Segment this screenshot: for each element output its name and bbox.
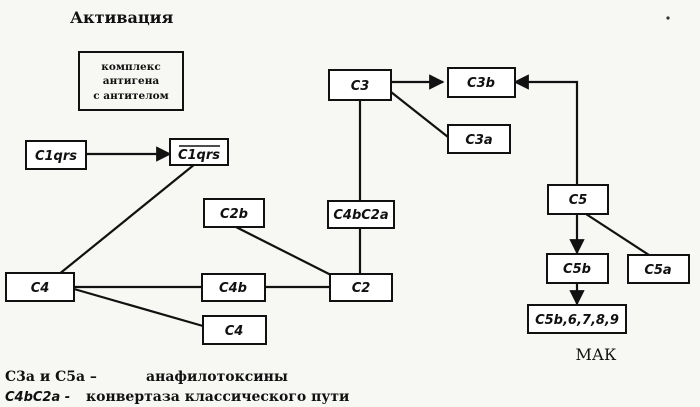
legend-term-1: C3a и C5a – [5,369,97,385]
node-c1qrs: C1qrs [25,140,87,170]
node-c4-second-label: C4 [225,324,244,339]
edge-c5-c5a [585,213,650,256]
node-c4bc2a: C4bC2a [327,200,395,229]
node-c3: C3 [328,69,392,101]
edge-c1qrs-c4 [57,163,196,276]
node-c4: C4 [5,272,75,302]
node-c2-label: C2 [352,281,371,296]
node-c3a-label: C3a [465,133,492,148]
edge-c4-c4second [73,287,204,328]
node-c5b: C5b [546,253,609,284]
mac-label: МАК [576,345,618,364]
node-c3-label: C3 [351,79,370,94]
node-c4b-label: C4b [219,281,247,296]
node-c5a-label: C5a [644,263,671,278]
edge-c5-c3b [513,74,579,185]
node-c4bc2a-label: C4bC2a [333,208,388,223]
edge-c2b-c2 [233,225,334,277]
legend-definition-1: анафилотоксины [146,369,288,385]
node-c1qrs-activated-label: C1qrs [178,148,220,163]
node-c4-second: C4 [202,315,267,345]
complex-line-2: антигена [103,75,160,87]
node-c5b-6789-label: C5b,6,7,8,9 [535,313,619,328]
node-c2b-label: C2b [220,207,248,222]
node-c4-label: C4 [31,281,50,296]
legend: C3a и C5a – анафилотоксины C4bC2a - конв… [5,369,349,405]
edge-c3-c3a [390,91,449,138]
complex-line-1: комплекс [101,61,160,73]
node-c1qrs-activated: C1qrs [169,138,229,166]
node-c5b-label: C5b [563,262,591,277]
node-c5-label: C5 [569,193,588,208]
node-c2b: C2b [203,198,265,228]
node-c3a: C3a [447,124,511,154]
node-c1qrs-label: C1qrs [35,149,77,164]
node-c5: C5 [547,184,609,215]
speck [666,16,670,20]
legend-definition-2: конвертаза классического пути [86,389,349,405]
complex-line-3: с антителом [93,90,169,102]
node-c2: C2 [329,273,393,302]
diagram-title: Активация [70,8,174,27]
node-c5b-6789: C5b,6,7,8,9 [527,304,627,334]
legend-term-2: C4bC2a - [5,390,70,405]
node-c4b: C4b [201,273,266,302]
antigen-antibody-complex: комплекс антигена с антителом [78,51,184,111]
node-c3b-label: C3b [467,76,495,91]
node-c5a: C5a [627,254,690,284]
node-c3b: C3b [447,67,516,98]
edges [57,74,650,328]
